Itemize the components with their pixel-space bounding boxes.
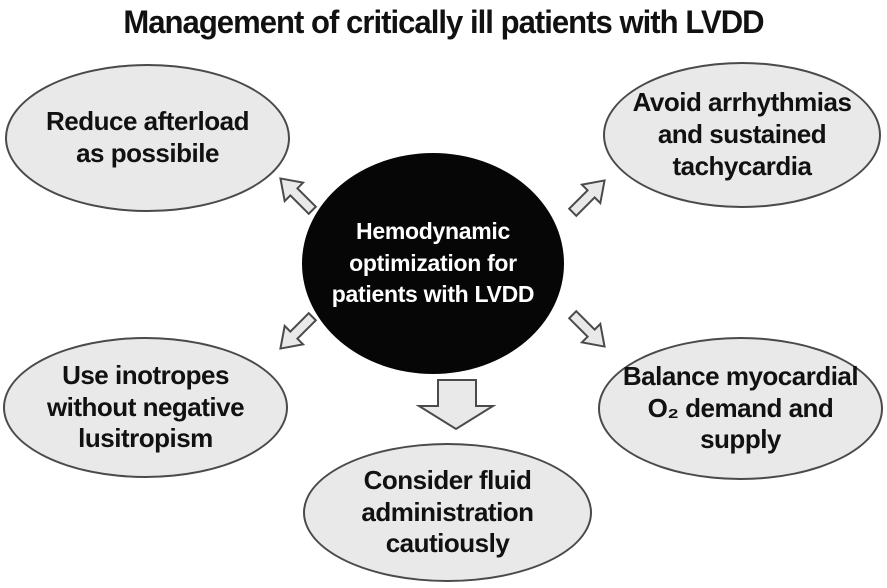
arrow-up-right-icon [567, 179, 606, 218]
node-avoid-arrhythmias: Avoid arrhythmias and sustained tachycar… [603, 62, 881, 208]
arrow-down-icon [415, 379, 497, 431]
node-use-inotropes-label: Use inotropes without negative lusitropi… [46, 359, 245, 454]
node-reduce-afterload: Reduce afterload as possibile [5, 64, 290, 212]
node-center-hemodynamic: Hemodynamic optimization for patients wi… [302, 153, 564, 374]
node-consider-fluid-label: Consider fluid administration cautiously [361, 464, 534, 559]
node-center-hemodynamic-label: Hemodynamic optimization for patients wi… [331, 217, 535, 308]
diagram-title: Management of critically ill patients wi… [123, 4, 764, 40]
node-balance-myocardial-label: Balance myocardial O₂ demand and supply [622, 360, 859, 455]
arrow-down-left-icon [279, 311, 318, 350]
node-balance-myocardial: Balance myocardial O₂ demand and supply [598, 337, 883, 480]
arrow-down-right-icon [567, 309, 606, 348]
node-use-inotropes: Use inotropes without negative lusitropi… [3, 337, 288, 478]
node-avoid-arrhythmias-label: Avoid arrhythmias and sustained tachycar… [632, 87, 852, 181]
node-consider-fluid: Consider fluid administration cautiously [303, 443, 592, 582]
node-reduce-afterload-label: Reduce afterload as possibile [46, 106, 249, 168]
arrow-up-left-icon [279, 177, 318, 216]
